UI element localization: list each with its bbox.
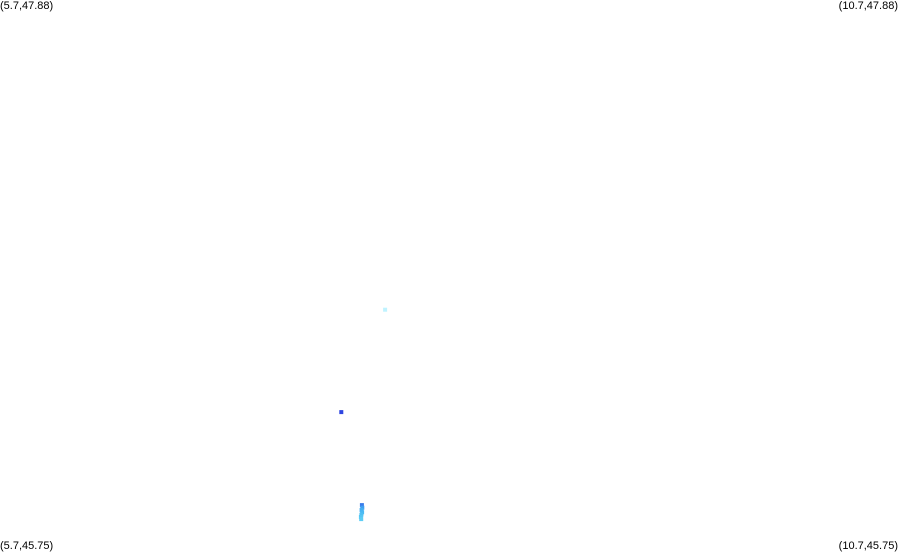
corner-label-bottom-left: (5.7,45.75) [0, 540, 54, 552]
map-point-2 [359, 503, 364, 508]
map-point-7 [358, 515, 363, 519]
map-point-5 [360, 510, 365, 515]
corner-label-bottom-right: (10.7,45.75) [838, 540, 898, 552]
map-point-1 [339, 410, 344, 415]
map-point-0 [383, 307, 388, 312]
map-point-6 [359, 512, 364, 517]
map-point-3 [360, 505, 365, 510]
corner-label-top-left: (5.7,47.88) [0, 0, 54, 12]
map-point-8 [359, 517, 364, 522]
corner-label-top-right: (10.7,47.88) [838, 0, 898, 12]
map-point-4 [359, 508, 364, 512]
